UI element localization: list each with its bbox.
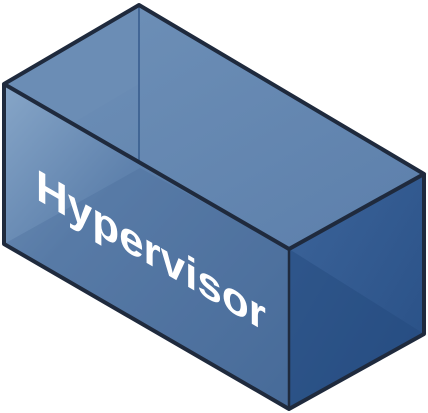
box-front-shade [4, 168, 289, 409]
box-right-face [289, 174, 424, 409]
box-front-face [4, 84, 289, 409]
box-right-shade [289, 249, 424, 409]
